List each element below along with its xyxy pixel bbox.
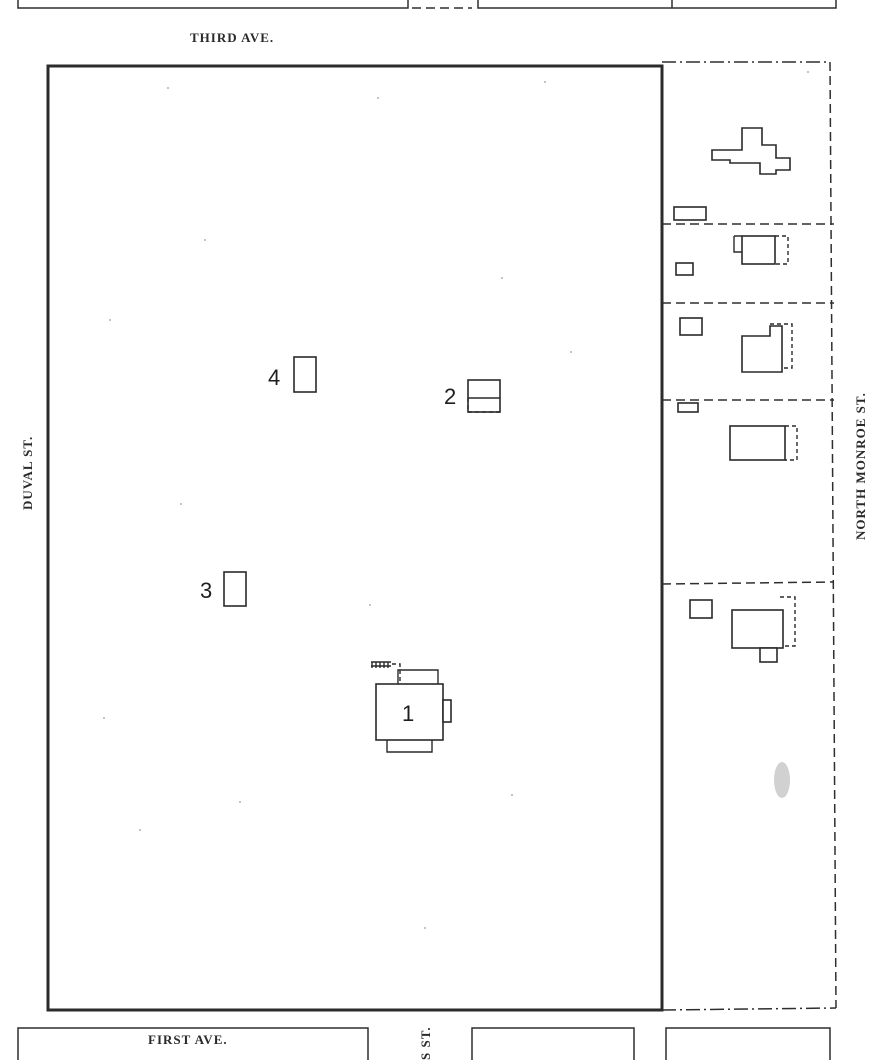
house-b [741, 235, 776, 265]
outbuilding-c [679, 317, 703, 336]
ink-smudge [774, 762, 790, 798]
street-label-east: NORTH MONROE ST. [853, 392, 868, 540]
house-e [731, 609, 784, 649]
house-d [729, 425, 786, 461]
house-c [741, 325, 783, 373]
building-1 [371, 661, 452, 753]
building-3 [223, 571, 247, 607]
paper-specks [103, 71, 809, 929]
outbuilding-a [673, 206, 707, 221]
street-label-south: FIRST AVE. [148, 1032, 228, 1047]
street-label-west: DUVAL ST. [20, 436, 35, 510]
building-cross [711, 127, 791, 175]
building-4-number: 4 [268, 365, 280, 390]
south-adjacent-blocks [17, 1027, 831, 1060]
east-lots [661, 61, 837, 1011]
outbuilding-e [689, 599, 713, 619]
north-adjacent-blocks [17, 0, 837, 9]
building-3-number: 3 [200, 578, 212, 603]
building-2 [467, 379, 501, 413]
building-1-number: 1 [402, 701, 414, 726]
building-2-number: 2 [444, 384, 456, 409]
main-square-outline [46, 64, 664, 1012]
outbuilding-d [677, 402, 699, 413]
east-lot-buildings [673, 127, 798, 663]
street-label-south-cross: S ST. [418, 1026, 433, 1060]
numbered-buildings: 1 2 3 4 [200, 356, 501, 753]
street-label-north: THIRD AVE. [190, 30, 274, 45]
outbuilding-b [675, 262, 694, 276]
building-4 [293, 356, 317, 393]
